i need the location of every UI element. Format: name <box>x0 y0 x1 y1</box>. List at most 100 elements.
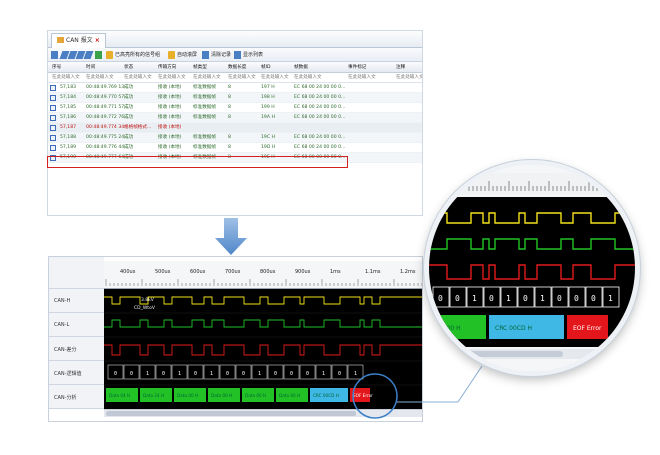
decoded-frame-block[interactable] <box>310 388 348 402</box>
filter-input[interactable]: 在此处输入文 <box>294 75 322 80</box>
decoded-frame-label: CRC 00CD H <box>313 393 339 398</box>
col-header-event[interactable]: 事件标记 <box>348 65 367 70</box>
col-header-direction[interactable]: 传输方向 <box>158 65 177 70</box>
cell-status: 成功 <box>124 95 134 100</box>
filter-input[interactable]: 在此处输入文 <box>124 75 152 80</box>
filter-input[interactable]: 在此处输入文 <box>261 75 289 80</box>
decoded-frame-block[interactable] <box>276 388 308 402</box>
cell-seq: 57,189 <box>60 145 77 150</box>
filter-input[interactable]: 在此处输入文 <box>193 75 221 80</box>
decoded-frame-block[interactable] <box>106 388 138 402</box>
clear-icon <box>202 51 209 59</box>
logic-bit-value: 0 <box>162 371 165 377</box>
decoded-frame-block[interactable] <box>208 388 240 402</box>
decoded-frame-block[interactable] <box>350 388 370 402</box>
col-header-data[interactable]: 帧数据 <box>294 65 308 70</box>
logic-bit-value: 0 <box>194 371 197 377</box>
logic-bit-value: 0 <box>130 371 133 377</box>
highlight-signals-button[interactable]: 已高亮所有的信号组 <box>115 52 161 58</box>
col-header-time[interactable]: 时间 <box>86 65 96 70</box>
logic-bit-cell <box>235 364 252 380</box>
tab-can-message[interactable]: CAN 报文× <box>51 33 106 48</box>
close-icon[interactable]: × <box>94 37 100 44</box>
cell-time: 00:48:49.769 13... <box>86 85 129 90</box>
mag-decoded-frame-label: CRC 00CD H <box>495 325 532 332</box>
mag-decoded-frame-block <box>489 315 564 339</box>
col-header-length[interactable]: 数据长度 <box>228 65 247 70</box>
cell-time: 00:48:49.776 44... <box>86 145 129 150</box>
decoded-frame-label: EOF Error <box>353 393 373 398</box>
time-tick-label: 800us <box>260 269 276 275</box>
col-header-status[interactable]: 状态 <box>124 65 134 70</box>
pointer-icon[interactable] <box>51 51 58 59</box>
horizontal-scrollbar[interactable] <box>104 409 422 417</box>
find-icon[interactable] <box>95 51 102 59</box>
lane-header[interactable]: CAN-L <box>49 313 104 337</box>
cell-direction: 接收 (本地) <box>158 115 182 120</box>
cell-time: 00:48:49.772 76... <box>86 115 129 120</box>
col-header-note[interactable]: 注释 <box>396 65 406 70</box>
autoscroll-button[interactable]: 自动滚屏 <box>177 52 198 58</box>
cell-type: 标准数据帧 <box>193 95 216 100</box>
filter-input[interactable]: 在此处输入文 <box>52 75 80 80</box>
lane-header[interactable]: CAN-差分 <box>49 337 104 361</box>
col-header-id[interactable]: 帧ID <box>261 65 271 70</box>
logic-bit-value: 1 <box>322 371 325 377</box>
cell-status: 成功 <box>124 135 134 140</box>
decoded-frame-block[interactable] <box>242 388 274 402</box>
logic-bit-cell <box>203 364 220 380</box>
time-tick-label: 400us <box>120 269 136 275</box>
logic-bit-value: 0 <box>306 371 309 377</box>
filter-input[interactable]: 在此处输入文 <box>396 75 423 80</box>
error-row-highlight <box>47 156 348 168</box>
cell-id: 19C H <box>261 135 275 140</box>
filter-input[interactable]: 在此处输入文 <box>158 75 186 80</box>
mag-can-diff-waveform <box>429 264 635 280</box>
mag-can-l-waveform <box>429 238 635 250</box>
mag-decoded-frame-label: EOF Error <box>573 325 602 332</box>
mag-logic-bit-cell <box>500 286 518 308</box>
mag-logic-bit-cell <box>483 286 501 308</box>
mag-logic-bit-value: 0 <box>523 294 528 303</box>
decoded-frame-block[interactable] <box>140 388 172 402</box>
col-header-seq[interactable]: 序号 <box>52 65 62 70</box>
can-message-window: CAN 报文× 已高亮所有的信号组 自动滚屏 清除记录 显示列表 序号 时间 状… <box>47 30 423 216</box>
message-icon <box>50 85 56 91</box>
mag-logic-bit-value: 0 <box>591 294 596 303</box>
cell-seq: 57,190 <box>60 155 77 160</box>
filter-input[interactable]: 在此处输入文 <box>228 75 256 80</box>
decoded-frame-label: Data 24 H <box>143 393 164 398</box>
show-list-button[interactable]: 显示列表 <box>243 52 264 58</box>
clear-records-button[interactable]: 清除记录 <box>211 52 232 58</box>
mag-logic-bit-value: 1 <box>608 294 613 303</box>
list-icon <box>234 51 241 59</box>
lane-header[interactable]: CAN-H <box>49 289 104 313</box>
lane-header[interactable]: CAN-分析 <box>49 385 104 409</box>
logic-bit-cell <box>267 364 284 380</box>
filter-input[interactable]: 在此处输入文 <box>348 75 376 80</box>
scrollbar-thumb[interactable] <box>106 411 356 416</box>
lane-header[interactable]: CAN-逻辑值 <box>49 361 104 385</box>
time-tick-label: 1.1ms <box>365 269 381 275</box>
filter-input[interactable]: 在此处输入文 <box>86 75 114 80</box>
lane-header-blank <box>49 257 104 289</box>
cell-status: 成功 <box>124 105 134 110</box>
cell-seq: 57,187 <box>60 125 77 130</box>
cell-seq: 57,188 <box>60 135 77 140</box>
cell-time: 00:48:49.777 64... <box>86 155 129 160</box>
col-header-type[interactable]: 帧类型 <box>193 65 207 70</box>
mag-logic-bit-cell <box>551 286 569 308</box>
cell-time: 00:48:49.770 57... <box>86 95 129 100</box>
decoded-frame-block[interactable] <box>174 388 206 402</box>
